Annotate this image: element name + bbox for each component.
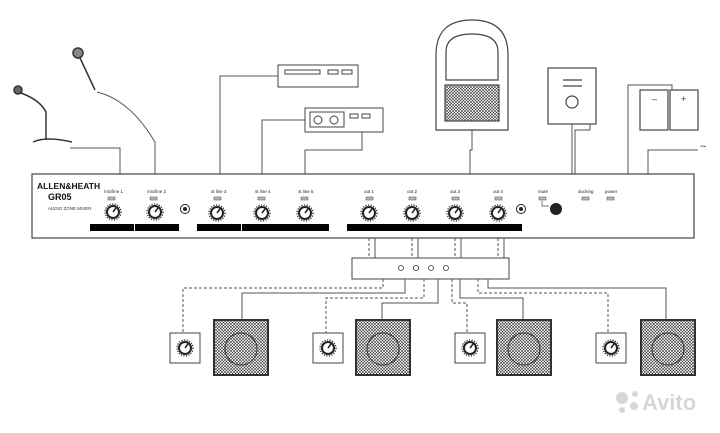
model-name: GR05: [48, 192, 72, 202]
zone-4: [595, 319, 696, 376]
signal-led: [451, 196, 460, 201]
output-channel-4: out 4: [478, 189, 522, 231]
distribution-box: [351, 257, 510, 280]
input-label: st line 5: [298, 189, 314, 194]
label-strip: [285, 224, 329, 231]
label-strip: [197, 224, 241, 231]
input-channel-5: st line 5: [285, 189, 329, 231]
speaker-cabinet: [213, 319, 269, 376]
zone-volume-controller: [312, 332, 344, 364]
cd-player-device: [277, 64, 359, 88]
mute-section: mute: [538, 189, 562, 215]
zone-wiring: [182, 279, 667, 333]
label-strip: [90, 224, 134, 231]
input-channel-2: mic/line 2: [135, 189, 179, 231]
output-channel-1: out 1: [347, 189, 391, 231]
input-wiring: [70, 75, 698, 174]
output-label: out 1: [364, 189, 375, 194]
desk-microphone-1: [13, 85, 73, 143]
input-label: st line 4: [255, 189, 271, 194]
speaker-cabinet: [355, 319, 411, 376]
signal-led: [300, 196, 309, 201]
ducking-label: ducking: [578, 189, 594, 194]
output-label: out 4: [493, 189, 504, 194]
signal-led: [149, 196, 158, 201]
signal-led: [408, 196, 417, 201]
zone-2: [312, 319, 411, 376]
handheld-microphone: [72, 47, 96, 91]
label-strip: [135, 224, 179, 231]
zone-volume-controller: [595, 332, 627, 364]
signal-led: [494, 196, 503, 201]
jukebox-device: [435, 19, 509, 131]
mute-button[interactable]: [550, 203, 562, 215]
ducking-section: ducking: [578, 189, 594, 201]
zone-volume-controller: [454, 332, 486, 364]
input-label: mic/line 1: [104, 189, 124, 194]
avito-watermark: Avito: [616, 390, 696, 415]
mute-led: [538, 196, 547, 201]
svg-text:–: –: [652, 94, 657, 104]
zone-3: [454, 319, 552, 376]
mains-ac-symbol: ~: [700, 141, 706, 153]
label-strip: [391, 224, 435, 231]
input-channel-4: st line 4: [242, 189, 286, 231]
cassette-deck-device: [304, 107, 384, 133]
ducking-led: [581, 196, 590, 201]
speaker-cabinet: [640, 319, 696, 376]
speaker-cabinet: [496, 319, 552, 376]
brand-logo: ALLEN&HEATH: [37, 181, 100, 191]
label-strip: [435, 224, 479, 231]
input-label: mic/line 2: [147, 189, 167, 194]
output-select-button[interactable]: [516, 204, 526, 214]
source-select-button[interactable]: [180, 204, 190, 214]
svg-text:+: +: [681, 94, 686, 104]
battery-supply-device: – +: [639, 89, 699, 131]
signal-led: [365, 196, 374, 201]
label-strip: [478, 224, 522, 231]
power-section: power: [605, 189, 618, 201]
input-channel-1: mic/line 1: [90, 189, 134, 231]
signal-led: [107, 196, 116, 201]
label-strip: [242, 224, 286, 231]
zone-volume-controller: [169, 332, 201, 364]
signal-led: [213, 196, 222, 201]
output-channel-3: out 3: [435, 189, 479, 231]
input-channel-3: st line 3: [197, 189, 241, 231]
label-strip: [347, 224, 391, 231]
output-channel-2: out 2: [391, 189, 435, 231]
output-label: out 3: [450, 189, 461, 194]
mixer-subtitle: AUDIO ZONE MIXER: [48, 206, 92, 211]
paging-panel-device: [547, 67, 597, 125]
output-label: out 2: [407, 189, 418, 194]
zone-1: [169, 319, 269, 376]
input-label: st line 3: [211, 189, 227, 194]
signal-led: [257, 196, 266, 201]
mute-label: mute: [538, 189, 549, 194]
power-led: [606, 196, 615, 201]
output-wiring: [368, 238, 505, 258]
power-label: power: [605, 189, 618, 194]
watermark-text: Avito: [642, 390, 696, 415]
